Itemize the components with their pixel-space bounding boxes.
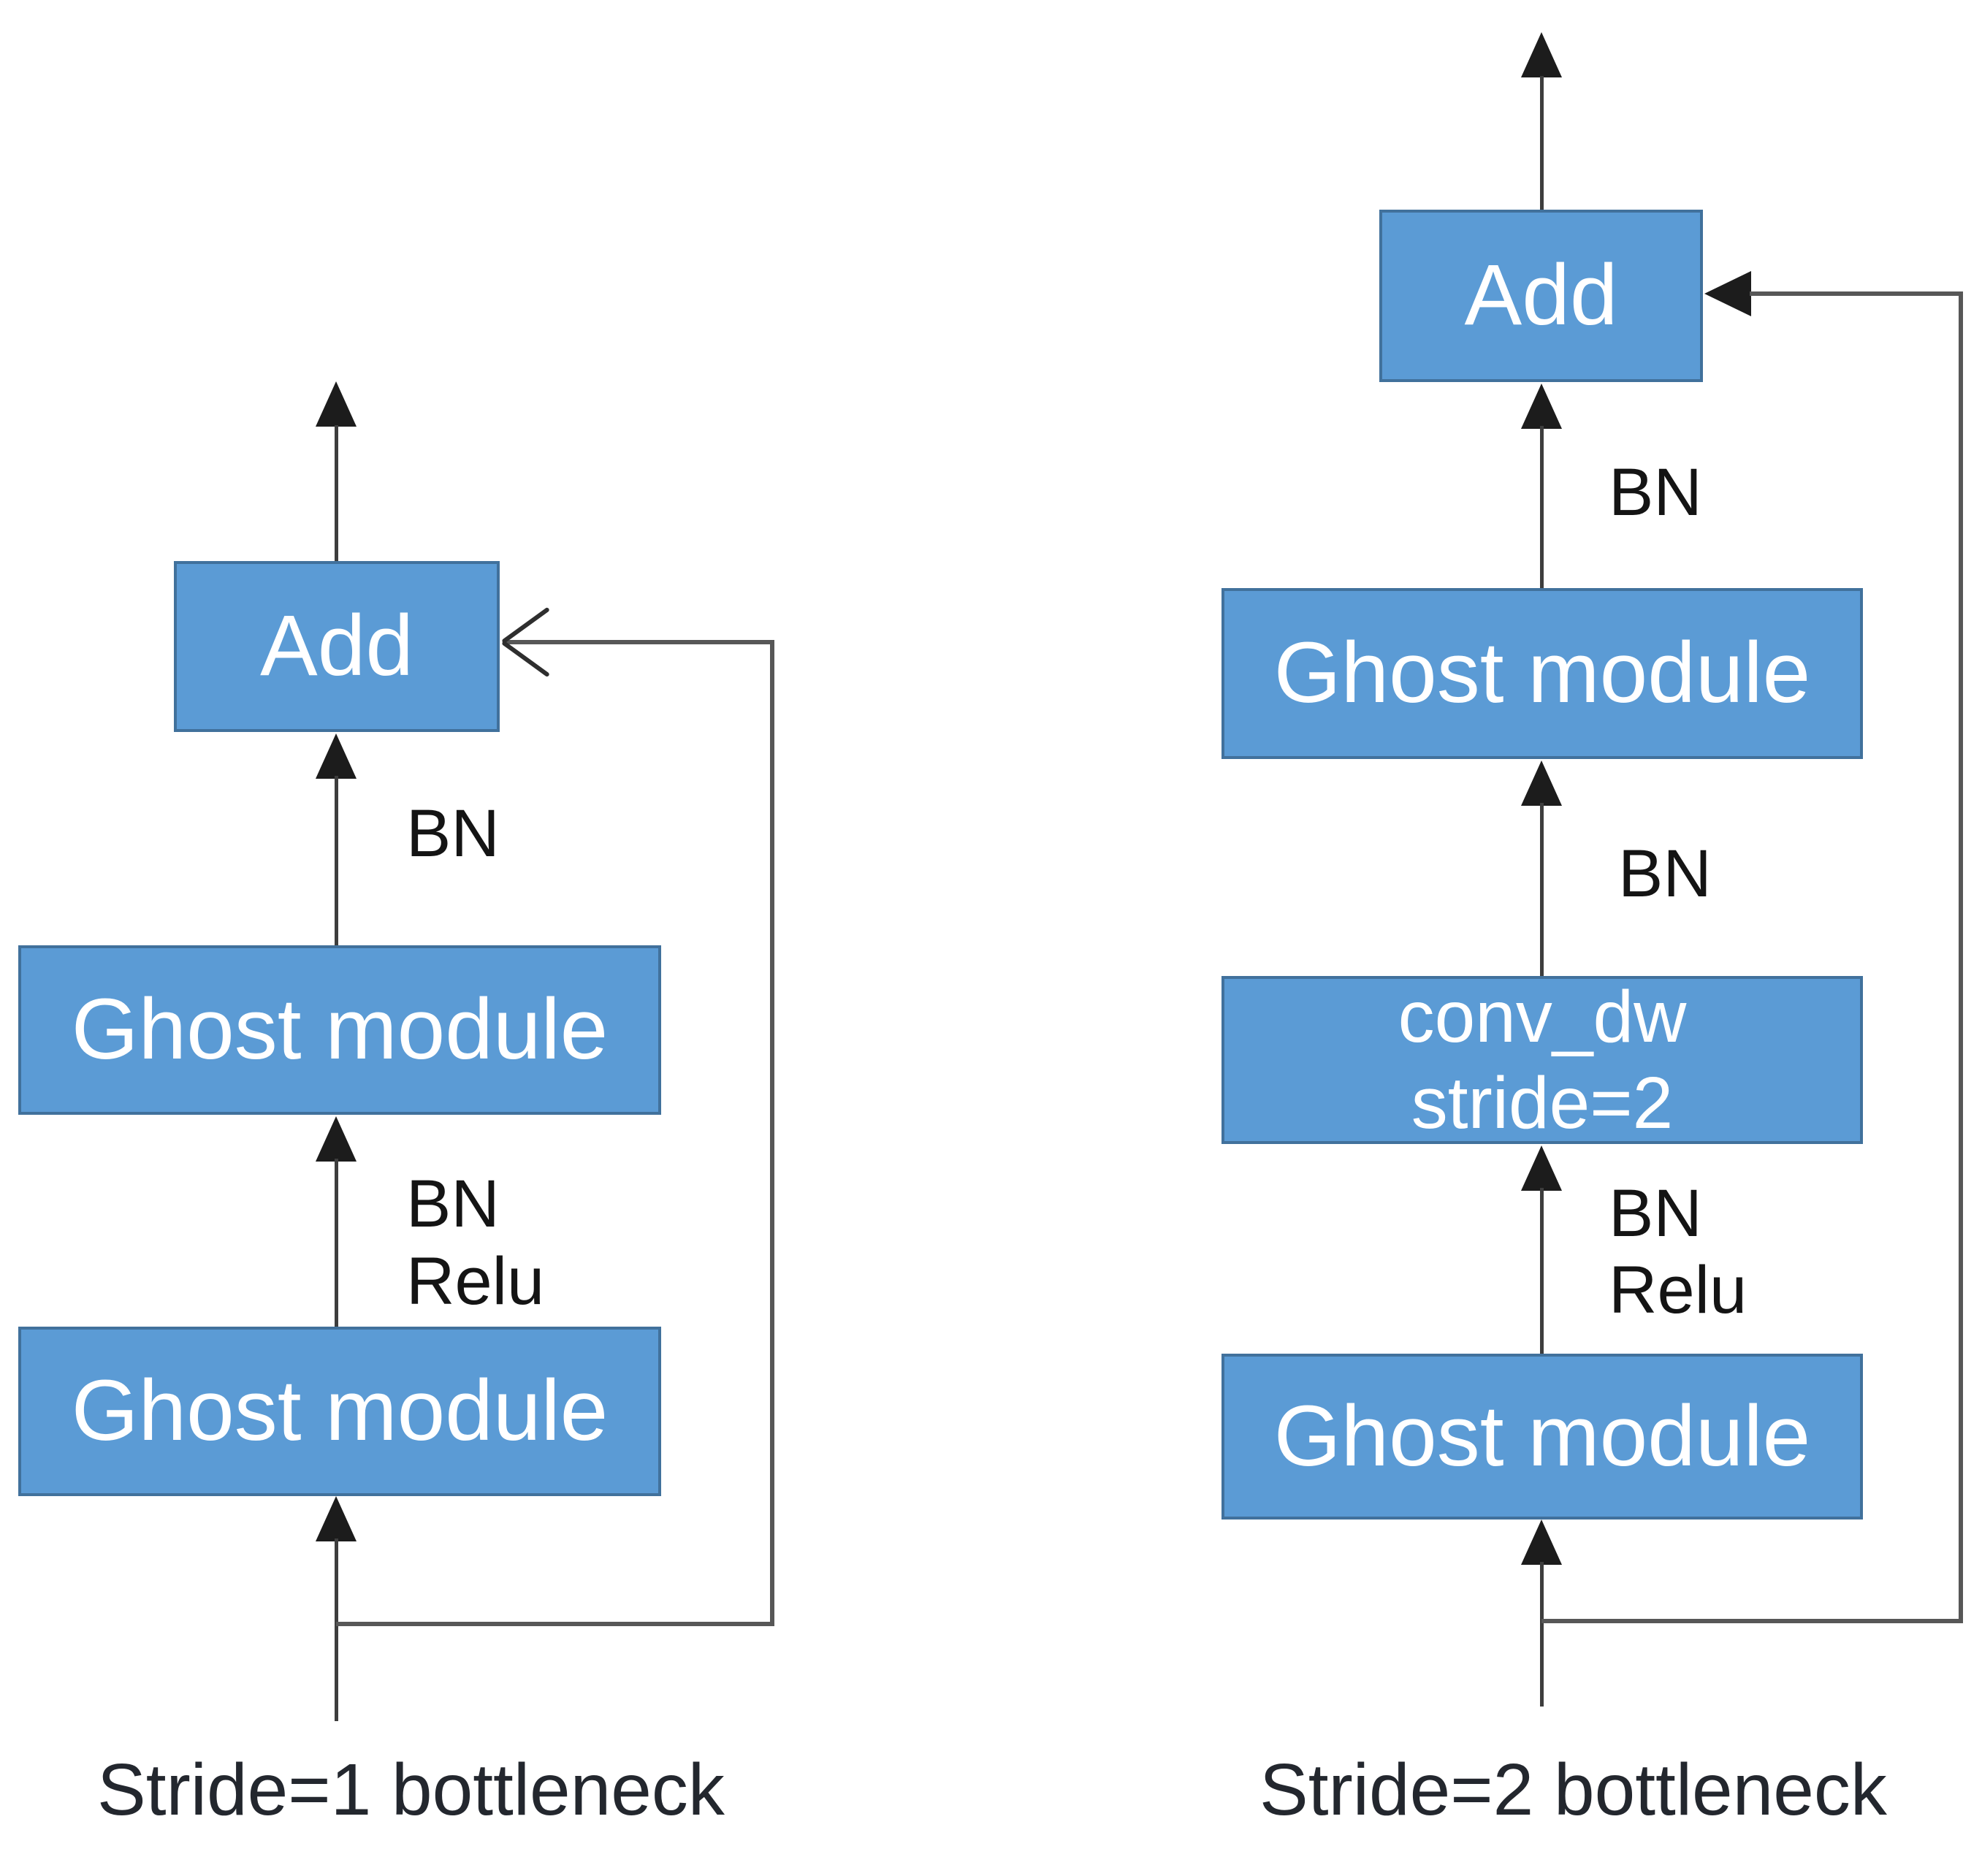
- conv-dw-node-label: conv_dw: [1398, 976, 1687, 1058]
- skip-connection-line: [1959, 291, 1963, 1623]
- ghost-module-node: Ghost module: [18, 945, 661, 1115]
- arrowhead-up-icon: [316, 381, 357, 427]
- arrowhead-up-icon: [1521, 32, 1562, 77]
- arrowhead-up-icon: [1521, 1145, 1562, 1191]
- arrowhead-up-icon: [316, 1116, 357, 1162]
- flow-line: [1540, 803, 1544, 977]
- ghost-module-node: Ghost module: [1221, 1354, 1863, 1520]
- arrowhead-up-icon: [316, 733, 357, 779]
- flow-line: [335, 425, 338, 564]
- arrowhead-up-icon: [1521, 760, 1562, 806]
- skip-connection-line: [1750, 291, 1963, 296]
- skip-connection-line: [506, 640, 774, 644]
- arrowhead-up-icon: [1521, 1520, 1562, 1565]
- bn-label: BN: [1618, 836, 1712, 911]
- ghost-module-node-label: Ghost module: [1273, 625, 1811, 722]
- stride1-caption: Stride=1 bottleneck: [97, 1749, 725, 1831]
- bn-label: BN: [406, 796, 500, 871]
- ghost-module-node-label: Ghost module: [1273, 1387, 1811, 1484]
- conv-dw-stride-label: stride=2: [1411, 1062, 1674, 1144]
- ghost-module-node: Ghost module: [1221, 588, 1863, 759]
- conv-dw-node: conv_dw stride=2: [1221, 976, 1863, 1144]
- ghost-module-node: Ghost module: [18, 1327, 661, 1496]
- ghost-module-node-label: Ghost module: [71, 981, 609, 1078]
- flow-line: [335, 776, 338, 947]
- flow-line: [335, 1538, 338, 1721]
- skip-connection-line: [336, 1622, 774, 1626]
- relu-label: Relu: [406, 1244, 545, 1319]
- bn-label: BN: [406, 1167, 500, 1241]
- bn-label: BN: [1609, 1176, 1702, 1251]
- flow-line: [1540, 76, 1544, 211]
- bn-label: BN: [1609, 455, 1702, 530]
- flow-line: [1540, 1188, 1544, 1354]
- ghost-module-node-label: Ghost module: [71, 1362, 609, 1460]
- add-node-label: Add: [260, 598, 413, 695]
- skip-connection-line: [1541, 1619, 1963, 1623]
- arrowhead-left-icon: [501, 606, 550, 644]
- arrowhead-up-icon: [316, 1496, 357, 1541]
- arrowhead-left-icon: [501, 640, 550, 678]
- add-node: Add: [174, 561, 500, 732]
- skip-connection-line: [770, 640, 774, 1626]
- add-node-label: Add: [1464, 247, 1618, 344]
- flow-line: [1540, 1562, 1544, 1707]
- flow-line: [335, 1159, 338, 1328]
- flow-line: [1540, 426, 1544, 590]
- stride2-caption: Stride=2 bottleneck: [1259, 1749, 1887, 1831]
- arrowhead-left-icon: [1704, 271, 1751, 316]
- relu-label: Relu: [1609, 1253, 1747, 1327]
- arrowhead-up-icon: [1521, 384, 1562, 429]
- add-node: Add: [1379, 210, 1703, 382]
